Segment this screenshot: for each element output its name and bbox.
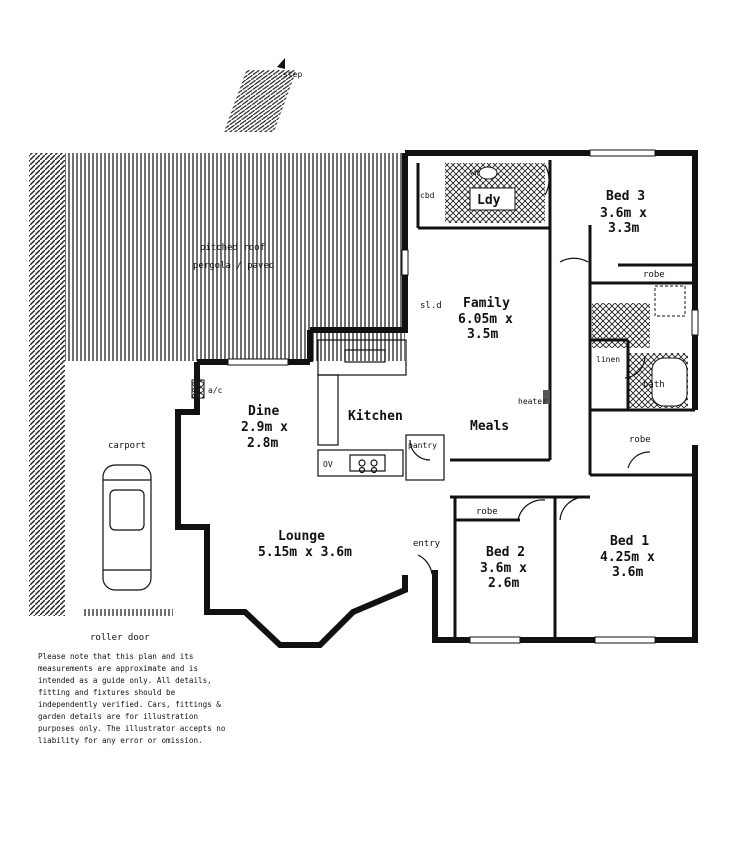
windows xyxy=(227,149,699,644)
family-dim2: 3.5m xyxy=(467,327,498,342)
carport-side-hatching xyxy=(29,153,65,616)
robe-bed1-label: robe xyxy=(629,435,651,445)
roller-door xyxy=(83,609,173,616)
door-swings xyxy=(409,164,651,575)
step-stairs xyxy=(223,58,297,132)
pantry-label: pantry xyxy=(408,441,437,450)
ac-label: a/c xyxy=(208,386,223,395)
interior-walls xyxy=(416,160,695,640)
dine-dim2: 2.8m xyxy=(247,436,278,451)
step-label: step xyxy=(283,70,302,79)
ov-label: OV xyxy=(323,460,333,469)
bathtub-icon xyxy=(651,357,688,407)
bed3-dim1: 3.6m x xyxy=(600,206,647,221)
bed1-dim1: 4.25m x xyxy=(600,550,655,565)
pergola-label-line1: pitched roof xyxy=(200,243,265,253)
shower-icon xyxy=(654,285,686,317)
bed1-label: Bed 1 xyxy=(610,534,649,549)
bed2-dim1: 3.6m x xyxy=(480,561,527,576)
roller-door-label: roller door xyxy=(90,633,150,643)
linen-label: linen xyxy=(596,355,620,364)
entry-label: entry xyxy=(413,539,441,549)
dine-dim1: 2.9m x xyxy=(241,420,288,435)
bath-label: bath xyxy=(643,380,665,390)
heater-label: heater xyxy=(518,397,547,406)
disclaimer-text: Please note that this plan and its measu… xyxy=(38,652,226,745)
ldy-label: Ldy xyxy=(477,193,501,208)
pergola-label-line2: pergola / paved xyxy=(193,261,274,271)
heater-unit xyxy=(543,390,550,404)
family-dim1: 6.05m x xyxy=(458,312,513,327)
kitchen-benches xyxy=(317,339,445,481)
meals-label: Meals xyxy=(470,419,509,434)
bed2-label: Bed 2 xyxy=(486,545,525,560)
sld-label: sl.d xyxy=(420,301,442,311)
lounge-label: Lounge xyxy=(278,529,325,544)
washing-machine-icon xyxy=(478,166,498,180)
carport-label: carport xyxy=(108,441,146,451)
pergola-paved-area xyxy=(65,153,405,361)
family-label: Family xyxy=(463,296,510,311)
dine-label: Dine xyxy=(248,404,279,419)
bed3-label: Bed 3 xyxy=(606,189,645,204)
cbd-label: cbd xyxy=(420,191,435,200)
wm-label: wm xyxy=(470,168,480,177)
robe-bed3-label: robe xyxy=(643,270,665,280)
robe-bed2-label: robe xyxy=(476,507,498,517)
bed2-dim2: 2.6m xyxy=(488,576,519,591)
bed1-dim2: 3.6m xyxy=(612,565,643,580)
car-icon xyxy=(102,464,152,591)
bed3-dim2: 3.3m xyxy=(608,221,639,236)
kitchen-label: Kitchen xyxy=(348,409,403,424)
lounge-dim: 5.15m x 3.6m xyxy=(258,545,352,560)
ac-unit xyxy=(191,379,205,399)
